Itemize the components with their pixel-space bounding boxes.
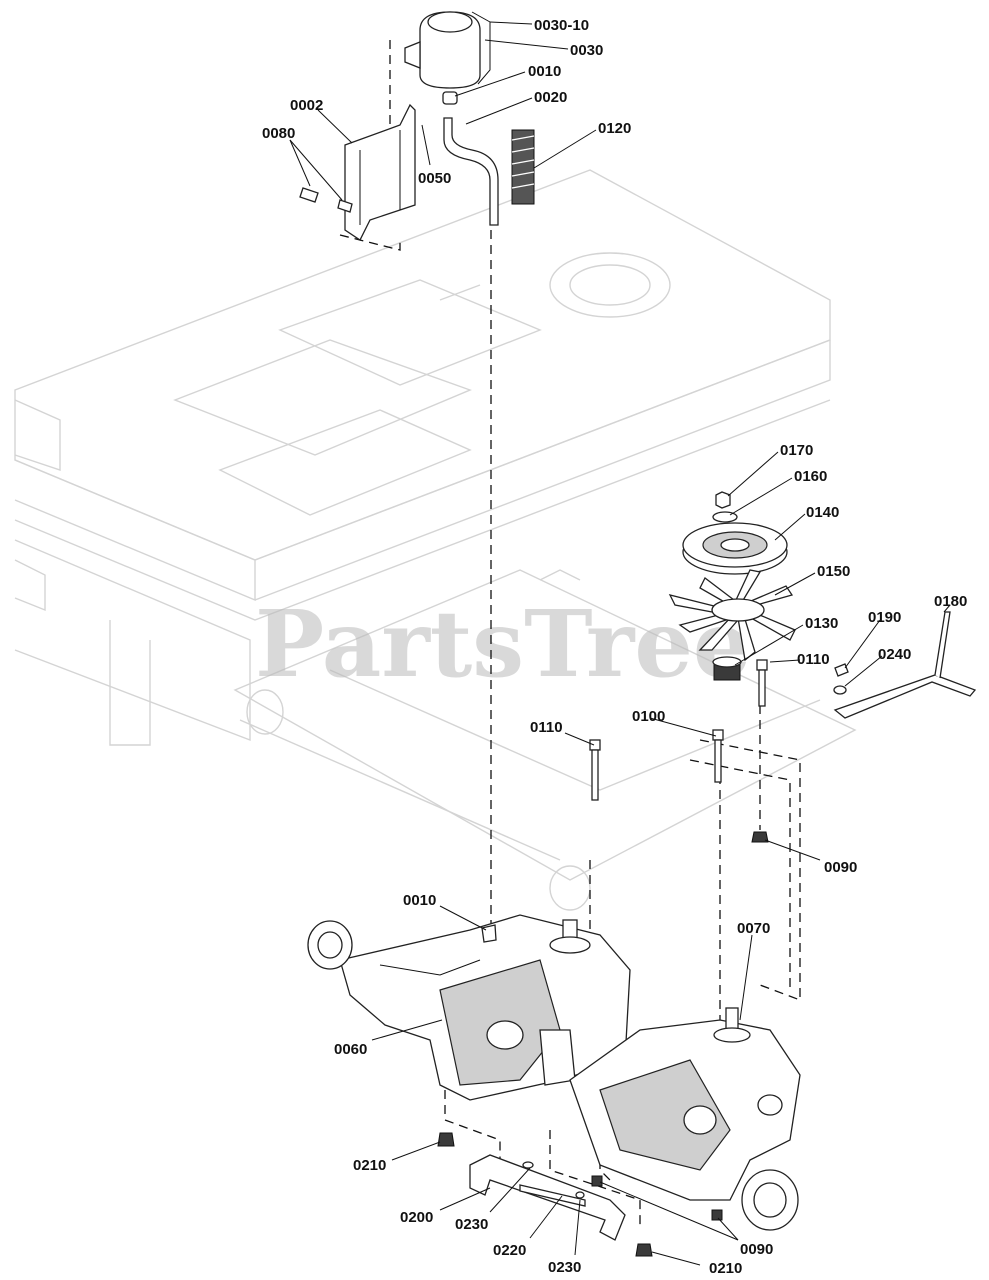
callout-0010-bottom: 0010 <box>403 892 436 909</box>
callout-0190: 0190 <box>868 609 901 626</box>
callout-0002: 0002 <box>290 97 323 114</box>
callout-0160: 0160 <box>794 468 827 485</box>
callout-0120: 0120 <box>598 120 631 137</box>
callout-0210-left: 0210 <box>353 1157 386 1174</box>
callout-0230-bottom: 0230 <box>548 1259 581 1276</box>
callout-0020: 0020 <box>534 89 567 106</box>
pulley-assembly <box>682 491 788 575</box>
callout-0090-bottom: 0090 <box>740 1241 773 1258</box>
callout-0060: 0060 <box>334 1041 367 1058</box>
bracket-bolts <box>299 187 353 213</box>
watermark-text: PartsTree <box>255 590 751 698</box>
callout-0150: 0150 <box>817 563 850 580</box>
callout-0030-10: 0030-10 <box>534 17 589 34</box>
mower-frame <box>14 169 857 911</box>
left-transaxle <box>307 914 631 1101</box>
reservoir-hose <box>443 117 499 226</box>
leader-lines <box>289 21 951 1266</box>
right-transaxle <box>569 1007 801 1231</box>
callout-0220: 0220 <box>493 1242 526 1259</box>
callout-0110-right: 0110 <box>797 651 830 668</box>
callout-0240: 0240 <box>878 646 911 663</box>
linkage-arm <box>833 611 977 719</box>
callout-0090-mid: 0090 <box>824 859 857 876</box>
callout-0050: 0050 <box>418 170 451 187</box>
callout-0030: 0030 <box>570 42 603 59</box>
bolt-center <box>589 739 601 801</box>
callout-0080: 0080 <box>262 125 295 142</box>
callout-0110-mid: 0110 <box>530 719 563 736</box>
fan <box>668 569 796 662</box>
bottom-hardware <box>437 1132 723 1257</box>
spring <box>511 129 535 205</box>
callout-0100: 0100 <box>632 708 665 725</box>
callout-0230-left: 0230 <box>455 1216 488 1233</box>
callout-0010: 0010 <box>528 63 561 80</box>
callout-0210-bottom: 0210 <box>709 1260 742 1277</box>
callout-0170: 0170 <box>780 442 813 459</box>
callout-0140: 0140 <box>806 504 839 521</box>
reservoir-assembly <box>404 11 491 105</box>
callout-0070: 0070 <box>737 920 770 937</box>
mounting-bracket <box>344 103 416 241</box>
callout-0180: 0180 <box>934 593 967 610</box>
callout-0200: 0200 <box>400 1209 433 1226</box>
hub <box>712 656 742 681</box>
bolts-right <box>712 659 769 843</box>
callout-0130: 0130 <box>805 615 838 632</box>
